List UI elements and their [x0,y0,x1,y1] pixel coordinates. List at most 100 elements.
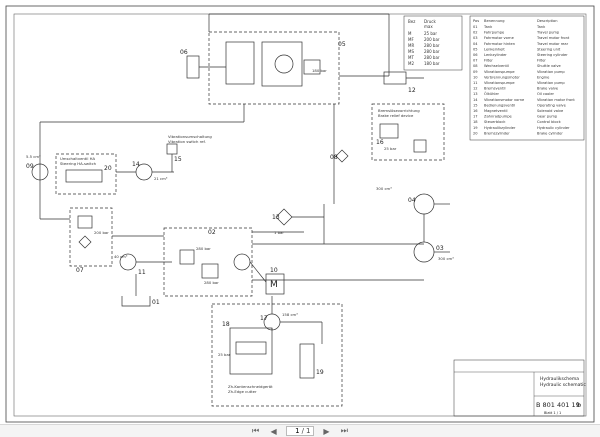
note-cutter-en: Zh-Edge cutter [228,389,257,394]
parts-row-2-col-1: Fahrmotor vorne [484,36,515,40]
label-04: 04 [408,197,416,204]
note-p158: 158 cm³ [282,312,298,317]
label-19: 19 [316,369,324,376]
parts-row-18-col-2: Hydraulic cylinder [537,126,570,130]
parts-row-5-col-2: Steering cylinder [537,53,568,57]
doc-revision: b [577,401,581,409]
note-brake-de: Bremslösevorrichtung [378,108,420,113]
note-cm3-b: 21 cm³ [154,176,168,181]
parts-row-19-col-1: Bremszylinder [484,131,510,135]
label-02: 02 [208,229,216,236]
label-10: 10 [270,267,278,274]
pressure-header-max: max [424,24,433,29]
pressure-row-0-val: 25 bar [424,31,437,36]
label-14: 14 [132,161,140,168]
travel-pump-valve-b [201,263,219,279]
direction-valve-box [55,153,117,195]
page-toolbar: ⏮ ◀ / 1 ▶ ⏭ [0,424,600,437]
label-08: 08 [330,154,338,161]
travel-pump-valve-a [179,249,195,265]
last-page-icon[interactable]: ⏭ [340,426,348,435]
page-number-input[interactable] [289,427,300,435]
title-block-frame [453,359,585,417]
parts-row-4-col-1: Lenkeinheit [484,47,505,51]
steering-valve-block [225,41,255,85]
note-dir-valve-en: Steering HA-switch [60,161,97,166]
label-06: 06 [180,49,188,56]
pressure-header-bez: Bez [408,19,415,24]
parts-table-frame [469,15,585,141]
filter-box [69,207,113,267]
parts-row-11-col-0: 12 [473,87,478,91]
shuttle-valve [335,149,349,163]
parts-row-9-col-2: Engine [537,75,550,79]
pressure-row-5-bez: M2 [408,61,414,66]
label-05: 05 [338,41,346,48]
parts-row-8-col-2: Vibration pump [537,70,565,74]
parts-row-9-col-0: 10 [473,75,478,79]
parts-row-1-col-0: 02 [473,31,478,35]
sheet-number: Blatt 1 / 1 [544,411,561,415]
control-valve [235,341,267,355]
pressure-row-2-bez: MR [408,43,414,48]
hydraulic-schematic: Bez Druck max M 25 bar MF 200 bar MR 280… [5,5,595,423]
filter-symbol [78,235,92,249]
parts-row-14-col-2: Operating valve [537,103,567,107]
parts-row-3-col-2: Travel motor rear [536,42,569,46]
hydraulic-cylinder [299,343,315,379]
pressure-row-1-bez: MF [408,37,414,42]
next-page-icon[interactable]: ▶ [323,426,330,436]
page-separator: / [301,427,304,435]
steering-motor-symbol [274,54,294,74]
parts-row-17-col-2: Control block [537,120,562,124]
parts-row-10-col-0: 11 [473,81,478,85]
parts-row-2-col-2: Travel motor front [536,36,570,40]
parts-row-17-col-0: 18 [473,120,478,124]
steering-rotor-block [261,41,303,87]
edge-cutter-box [211,303,343,407]
parts-header-pos: Pos [473,19,479,23]
parts-row-15-col-0: 16 [473,109,478,113]
parts-row-15-col-1: Magnetventil [484,109,508,113]
parts-row-8-col-0: 09 [473,70,478,74]
pressure-row-4-val: 280 bar [424,55,440,60]
note-dir-valve-de: Umschaltventil HA [60,156,95,161]
parts-row-7-col-2: Shuttle valve [537,64,561,68]
parts-row-13-col-0: 14 [473,98,478,102]
oil-cooler [275,208,293,226]
brake-valve-block [379,123,399,139]
direction-valve-block [65,169,103,183]
parts-row-7-col-0: 08 [473,64,478,68]
parts-row-0-col-1: Tank [483,25,493,29]
vibration-pump [31,163,49,181]
parts-row-16-col-0: 17 [473,115,478,119]
parts-row-1-col-2: Travel pump [536,31,560,35]
parts-row-12-col-1: Ölkühler [484,91,500,96]
label-engine-m: M [270,280,278,290]
previous-page-icon[interactable]: ◀ [270,426,277,436]
parts-row-12-col-2: Oil cooler [537,92,555,96]
label-11: 11 [138,269,146,276]
note-p280b: 280 bar [204,280,219,285]
note-brake-en: Brake relief device [378,113,414,118]
first-page-icon[interactable]: ⏮ [251,426,260,435]
parts-row-6-col-2: Filter [537,59,546,63]
parts-row-9-col-1: Verbrennungsmotor [484,75,520,79]
pressure-table-frame [403,15,463,71]
label-18: 18 [222,321,230,328]
brake-accumulator [413,139,427,153]
label-16: 16 [376,139,384,146]
label-01: 01 [152,299,160,306]
parts-row-8-col-1: Vibrationspumpe [484,70,515,74]
parts-row-16-col-1: Zahnradpumpe [484,115,513,119]
travel-pump-box [163,227,253,297]
title-en: Hydraulic schematic [540,382,586,388]
note-p280a: 280 bar [196,246,211,251]
parts-row-14-col-0: 15 [473,103,478,107]
parts-row-14-col-1: Bedienungsventil [484,103,515,107]
parts-row-3-col-0: 04 [473,42,478,46]
schematic-sheet: Bez Druck max M 25 bar MF 200 bar MR 280… [4,4,596,424]
parts-row-19-col-0: 20 [473,131,478,135]
parts-header-benennung: Benennung [484,19,505,23]
